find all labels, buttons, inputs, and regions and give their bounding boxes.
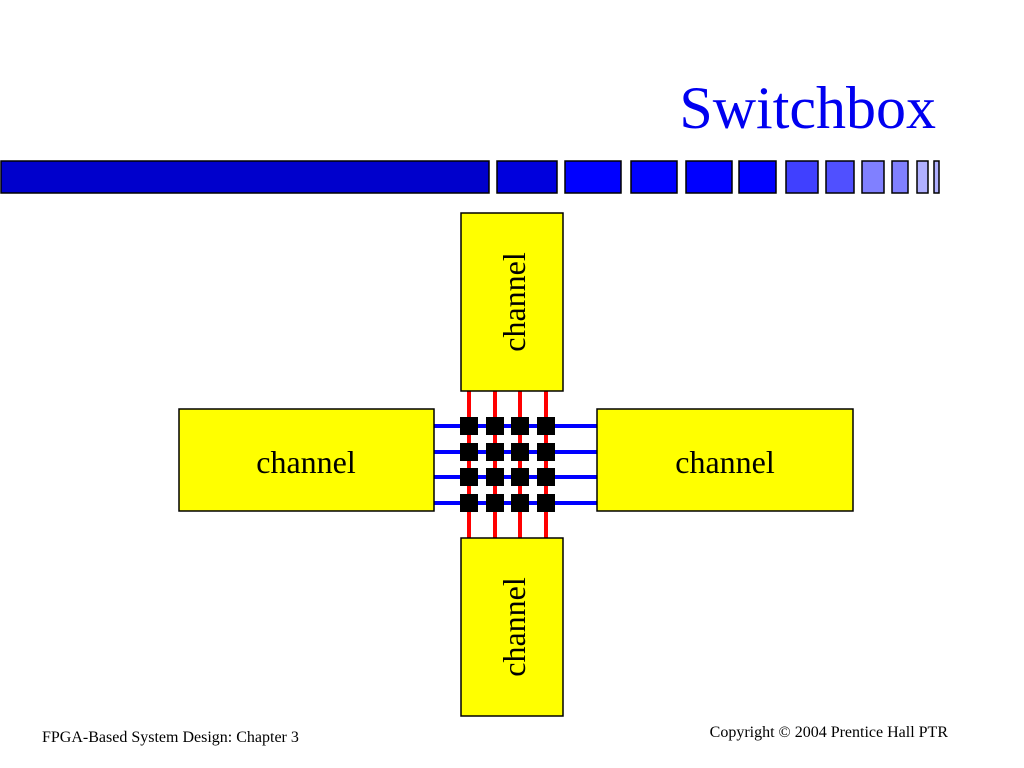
bar-segment <box>861 160 885 194</box>
switch-point <box>460 417 478 435</box>
switch-point <box>511 443 529 461</box>
channel-label-left: channel <box>256 444 356 480</box>
channel-box-right <box>596 408 854 512</box>
bar-segment <box>564 160 622 194</box>
switch-point <box>486 417 504 435</box>
channel-label-bottom: channel <box>496 577 532 677</box>
bar-segment <box>738 160 777 194</box>
channel-box-bottom <box>460 537 564 717</box>
channel-label-top: channel <box>496 252 532 352</box>
bar-segment-long <box>0 160 490 194</box>
switch-point <box>537 443 555 461</box>
footer-chapter: FPGA-Based System Design: Chapter 3 <box>42 729 299 746</box>
switch-points <box>460 417 555 512</box>
bar-segment <box>630 160 678 194</box>
title-decoration-bar <box>0 160 940 194</box>
switch-point <box>537 494 555 512</box>
bar-segment <box>785 160 819 194</box>
channel-box-top <box>460 212 564 392</box>
switch-point <box>511 494 529 512</box>
bar-segment <box>496 160 558 194</box>
channel-label-right: channel <box>675 444 775 480</box>
switch-point <box>486 443 504 461</box>
bar-segment <box>685 160 733 194</box>
bar-segment <box>916 160 929 194</box>
slide-title: Switchbox <box>679 75 936 141</box>
vertical-wires <box>467 391 548 538</box>
switch-point <box>460 494 478 512</box>
switch-point <box>511 468 529 486</box>
switch-point <box>460 443 478 461</box>
footer-copyright: Copyright © 2004 Prentice Hall PTR <box>709 724 948 741</box>
switch-point <box>460 468 478 486</box>
bar-segment <box>891 160 909 194</box>
switch-point <box>511 417 529 435</box>
channel-box-left <box>178 408 435 512</box>
bar-segment <box>825 160 855 194</box>
bar-segment <box>933 160 940 194</box>
switch-point <box>537 417 555 435</box>
switch-point <box>537 468 555 486</box>
switch-point <box>486 494 504 512</box>
switch-point <box>486 468 504 486</box>
horizontal-wires <box>434 424 597 505</box>
